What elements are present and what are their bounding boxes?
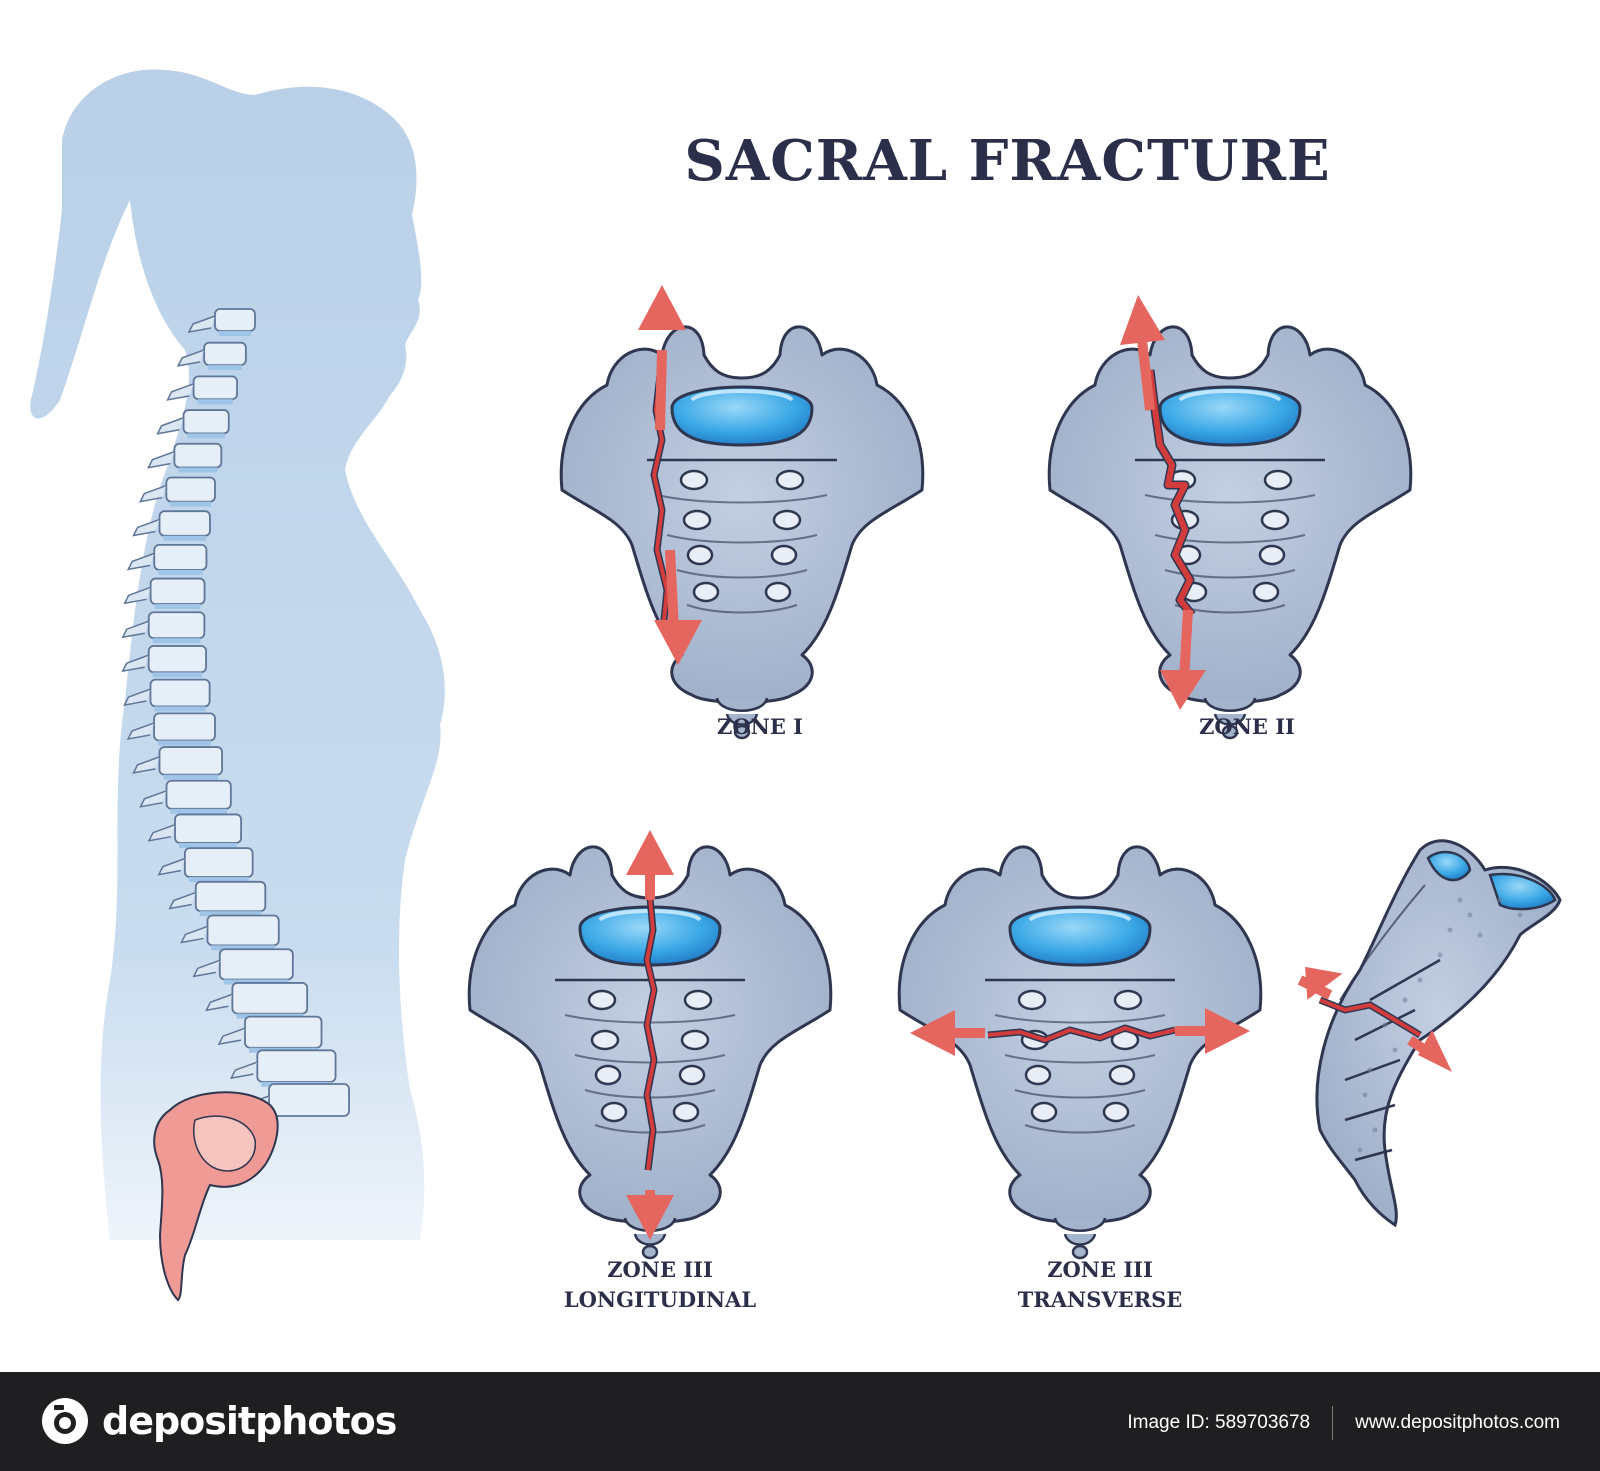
spine-illustration [121, 308, 350, 1117]
vertebra [206, 914, 280, 947]
intervertebral-disc [163, 774, 219, 780]
intervertebral-disc [154, 706, 206, 712]
diagram-artwork [30, 69, 1562, 1302]
intervertebral-disc [199, 911, 262, 917]
spinous-process [166, 383, 194, 401]
vertebra [173, 442, 223, 469]
intervertebral-disc [179, 842, 238, 848]
intervertebral-disc [158, 740, 211, 746]
vertebra [244, 1015, 323, 1049]
vertebra [218, 948, 294, 981]
intervertebral-disc [223, 979, 289, 985]
spinous-process [147, 450, 175, 469]
sacrum-zone-1 [559, 285, 925, 740]
zone-label-zone-3-transverse: ZONE III TRANSVERSE [990, 1255, 1210, 1315]
spinous-process [132, 518, 160, 537]
vertebra [182, 409, 230, 435]
vertebra [147, 611, 206, 640]
vertebra [158, 510, 211, 537]
spinous-process [139, 790, 167, 808]
intervertebral-disc [152, 638, 201, 644]
vertebra [149, 678, 211, 708]
vertebra [183, 847, 254, 878]
vertebra [231, 982, 309, 1015]
intervertebral-disc [170, 501, 212, 507]
spinous-process [126, 722, 155, 740]
zone-3-transverse-line2: TRANSVERSE [1017, 1287, 1183, 1312]
intervertebral-disc [158, 569, 203, 575]
intervertebral-disc [211, 945, 275, 951]
spinous-process [138, 484, 167, 503]
sacrum-zone-2 [1047, 295, 1413, 740]
vertebra [194, 880, 267, 913]
intervertebral-disc [163, 535, 206, 541]
zone-3-transverse-line1: ZONE III [1047, 1257, 1153, 1282]
spinous-process [217, 1027, 246, 1046]
diagram-scene: SACRAL FRACTURE ZONE I ZONE II ZONE III … [30, 69, 1562, 1315]
zone-2-line1: ZONE II [1199, 714, 1295, 739]
vertebra [192, 375, 238, 401]
spinous-process [126, 552, 155, 571]
vertebra [165, 779, 232, 810]
intervertebral-disc [154, 604, 201, 610]
spinous-process [157, 857, 186, 876]
intervertebral-disc [178, 467, 218, 473]
intervertebral-disc [219, 331, 251, 336]
spinous-process [176, 349, 205, 367]
spinous-process [180, 925, 208, 944]
vertebra [203, 341, 247, 367]
vertebra [153, 712, 216, 742]
image-id: Image ID: 589703678 [1127, 1412, 1311, 1433]
spinous-process [229, 1061, 258, 1080]
sacrum-side-view [1297, 839, 1562, 1228]
intervertebral-disc [188, 877, 249, 883]
site-link[interactable]: www.depositphotos.com [1355, 1412, 1560, 1433]
vertebra [158, 746, 223, 776]
spinous-process [123, 688, 151, 707]
spinous-process [168, 891, 196, 910]
watermark-footer: depositphotos Image ID: 589703678 www.de… [0, 1372, 1600, 1471]
intervertebral-disc [197, 399, 234, 405]
vertebra [214, 308, 256, 332]
camera-icon [42, 1398, 88, 1444]
spinous-process [121, 620, 150, 639]
spinous-process [132, 756, 160, 774]
spinous-process [205, 993, 233, 1012]
intervertebral-disc [208, 365, 242, 371]
meta-divider [1332, 1406, 1334, 1440]
vertebra [149, 577, 206, 605]
spinous-process [123, 586, 151, 605]
zone-label-zone-3-longitudinal: ZONE III LONGITUDINAL [540, 1255, 780, 1315]
brand-logo[interactable]: depositphotos [40, 1396, 397, 1446]
spinous-process [192, 959, 221, 978]
spinous-process [156, 417, 184, 435]
vertebra [174, 813, 242, 844]
vertebra [165, 476, 216, 503]
zone-1-line1: ZONE I [717, 714, 803, 739]
vertebra [268, 1083, 350, 1117]
sacrum-zone-3-transverse [897, 844, 1263, 1260]
spinous-process [187, 315, 216, 334]
spinous-process [147, 823, 176, 842]
zone-3-longitudinal-line1: ZONE III [607, 1257, 713, 1282]
sacrum-zone-3-longitudinal [467, 830, 833, 1260]
vertebra [256, 1049, 337, 1083]
page-title: SACRAL FRACTURE [684, 128, 1331, 194]
zone-label-zone-2: ZONE II [1172, 712, 1322, 742]
intervertebral-disc [170, 808, 227, 814]
vertebra [153, 543, 208, 571]
intervertebral-disc [187, 433, 225, 439]
spinous-process [121, 654, 149, 673]
vertebra [147, 645, 207, 674]
zone-label-zone-1: ZONE I [685, 712, 835, 742]
brand-name: depositphotos [102, 1399, 397, 1443]
zone-3-longitudinal-line2: LONGITUDINAL [563, 1287, 757, 1312]
woman-silhouette [30, 69, 445, 1240]
intervertebral-disc [152, 672, 203, 678]
image-meta: Image ID: 589703678 www.depositphotos.co… [1127, 1406, 1560, 1440]
